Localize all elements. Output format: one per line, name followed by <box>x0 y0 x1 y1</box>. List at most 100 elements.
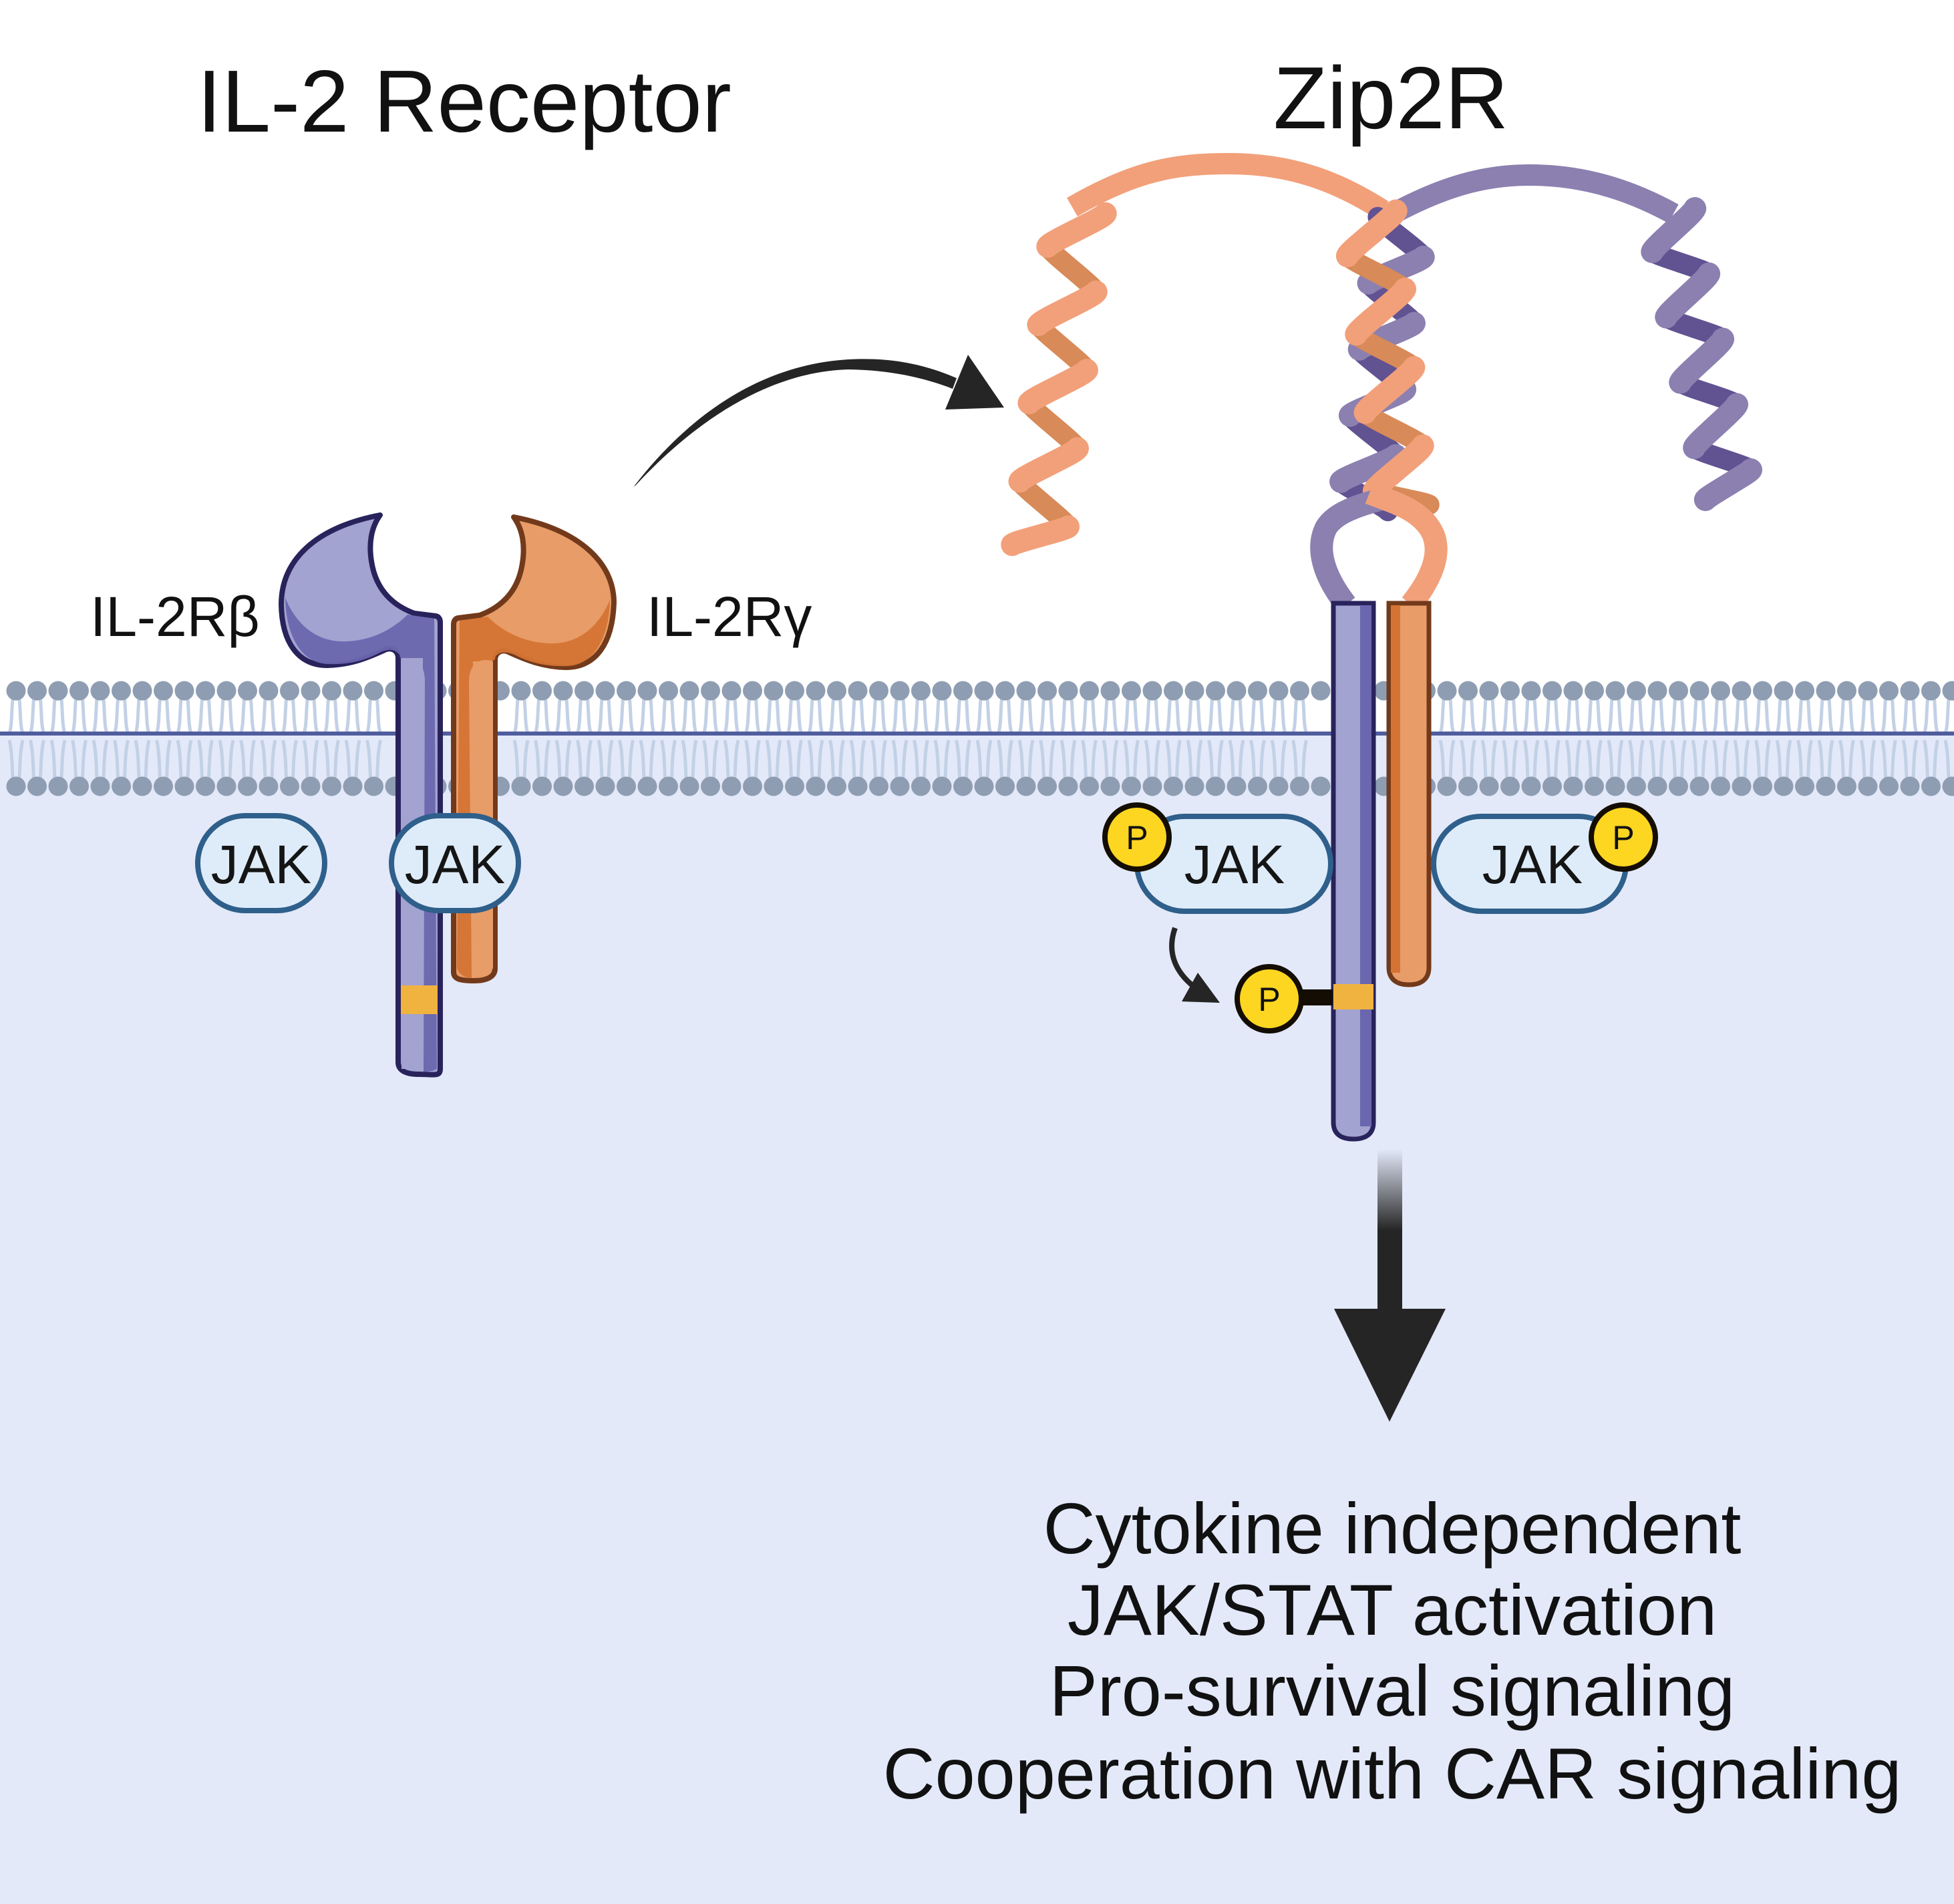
lipid-head <box>721 681 742 701</box>
helix-front-segment <box>1357 245 1435 295</box>
lipid-head <box>69 681 89 701</box>
jak-label: JAK <box>1482 834 1583 895</box>
lipid-tail <box>512 698 530 734</box>
lipid-tail <box>660 698 677 734</box>
lipid-head <box>1164 681 1183 701</box>
lipid-head <box>1290 776 1309 796</box>
helix-front-segment <box>1655 262 1721 329</box>
lipid-tail <box>1249 698 1266 734</box>
lipid-head <box>1837 776 1856 796</box>
lipid-head <box>1753 681 1772 701</box>
lipid-tail <box>639 698 656 734</box>
lipid-tail <box>975 740 993 779</box>
zip2r-orange-loop <box>1365 482 1448 612</box>
lipid-tail <box>239 740 256 779</box>
lipid-head <box>1269 776 1289 796</box>
lipid-tail <box>1923 740 1939 779</box>
lipid-tail <box>1291 698 1308 734</box>
lipid-head <box>1542 681 1562 701</box>
lipid-tail <box>576 698 593 734</box>
phosphate-label: P <box>1258 981 1280 1018</box>
lipid-tail <box>92 740 109 779</box>
lipid-tail <box>1102 698 1119 734</box>
lipid-head <box>1122 776 1141 796</box>
lipid-head <box>1080 681 1099 701</box>
lipid-head <box>1184 681 1204 701</box>
lipid-head <box>1669 776 1688 796</box>
lipid-tail <box>955 740 971 779</box>
phospho-receptor-tail: P <box>1235 964 1333 1034</box>
lipid-head <box>1605 681 1625 701</box>
helix-front-segment <box>1008 437 1089 493</box>
lipid-head <box>1016 681 1036 701</box>
lipid-tail <box>1649 740 1666 779</box>
lipid-tail <box>1039 740 1055 779</box>
lipid-tail <box>176 698 193 734</box>
lipid-head <box>1858 776 1878 796</box>
lipid-tail <box>1186 740 1203 779</box>
helix-front-segment <box>1683 393 1749 460</box>
helix-front-segment <box>1335 199 1408 268</box>
lipid-head <box>995 776 1015 796</box>
lipid-head <box>848 681 868 701</box>
lipid-head <box>1563 776 1583 796</box>
membrane-midline <box>0 732 1954 736</box>
lipid-tail <box>1270 698 1287 734</box>
lipid-head <box>1016 776 1036 796</box>
helix-front-segment <box>1017 359 1098 415</box>
lipid-head <box>1269 681 1289 701</box>
lipid-head <box>1227 776 1247 796</box>
lipid-head <box>1795 776 1814 796</box>
lipid-head <box>553 776 573 796</box>
lipid-head <box>27 681 47 701</box>
lipid-tail <box>1586 740 1603 779</box>
lipid-tail <box>1754 740 1771 779</box>
lipid-head <box>1774 776 1794 796</box>
lipid-tail <box>1102 740 1119 779</box>
lipid-tail <box>134 698 151 734</box>
lipid-head <box>595 776 615 796</box>
lipid-tail <box>975 698 993 734</box>
cytoplasm <box>0 734 1954 1904</box>
lipid-tail <box>239 698 256 734</box>
lipid-head <box>1627 776 1646 796</box>
lipid-tail <box>71 740 88 779</box>
lipid-head <box>1689 776 1709 796</box>
zip2r-purple-stem-shade <box>1360 605 1371 1126</box>
outcome-line: JAK/STAT activation <box>1068 1569 1717 1650</box>
lipid-head <box>974 681 994 701</box>
lipid-tail <box>1901 740 1919 779</box>
label-il2rg: IL-2Rγ <box>647 585 812 648</box>
lipid-tail <box>1460 698 1476 734</box>
lipid-head <box>532 776 552 796</box>
lipid-head <box>1500 681 1520 701</box>
phosphate-label: P <box>1612 819 1634 856</box>
lipid-head <box>1100 681 1120 701</box>
lipid-tail <box>1460 740 1476 779</box>
jak-left-1: JAK <box>195 813 327 913</box>
helix-front-segment <box>1641 197 1707 263</box>
lipid-head <box>1689 681 1709 701</box>
lipid-head <box>1711 776 1730 796</box>
lipid-head <box>806 681 826 701</box>
lipid-tail <box>1291 740 1308 779</box>
lipid-head <box>1311 681 1331 701</box>
lipid-head <box>659 681 678 701</box>
lipid-head <box>196 776 215 796</box>
lipid-tail <box>365 740 382 779</box>
lipid-head <box>1058 776 1078 796</box>
lipid-head <box>721 776 742 796</box>
lipid-tail <box>1544 740 1561 779</box>
lipid-tail <box>323 698 340 734</box>
lipid-tail <box>1859 740 1877 779</box>
lipid-tail <box>1017 740 1035 779</box>
lipid-tail <box>260 698 277 734</box>
lipid-head <box>1879 681 1899 701</box>
jak-left-2: JAK <box>389 813 521 913</box>
lipid-tail <box>765 740 782 779</box>
lipid-head <box>364 776 383 796</box>
lipid-tail <box>639 740 656 779</box>
lipid-head <box>112 681 131 701</box>
lipid-tail <box>597 740 614 779</box>
lipid-tail <box>29 698 45 734</box>
